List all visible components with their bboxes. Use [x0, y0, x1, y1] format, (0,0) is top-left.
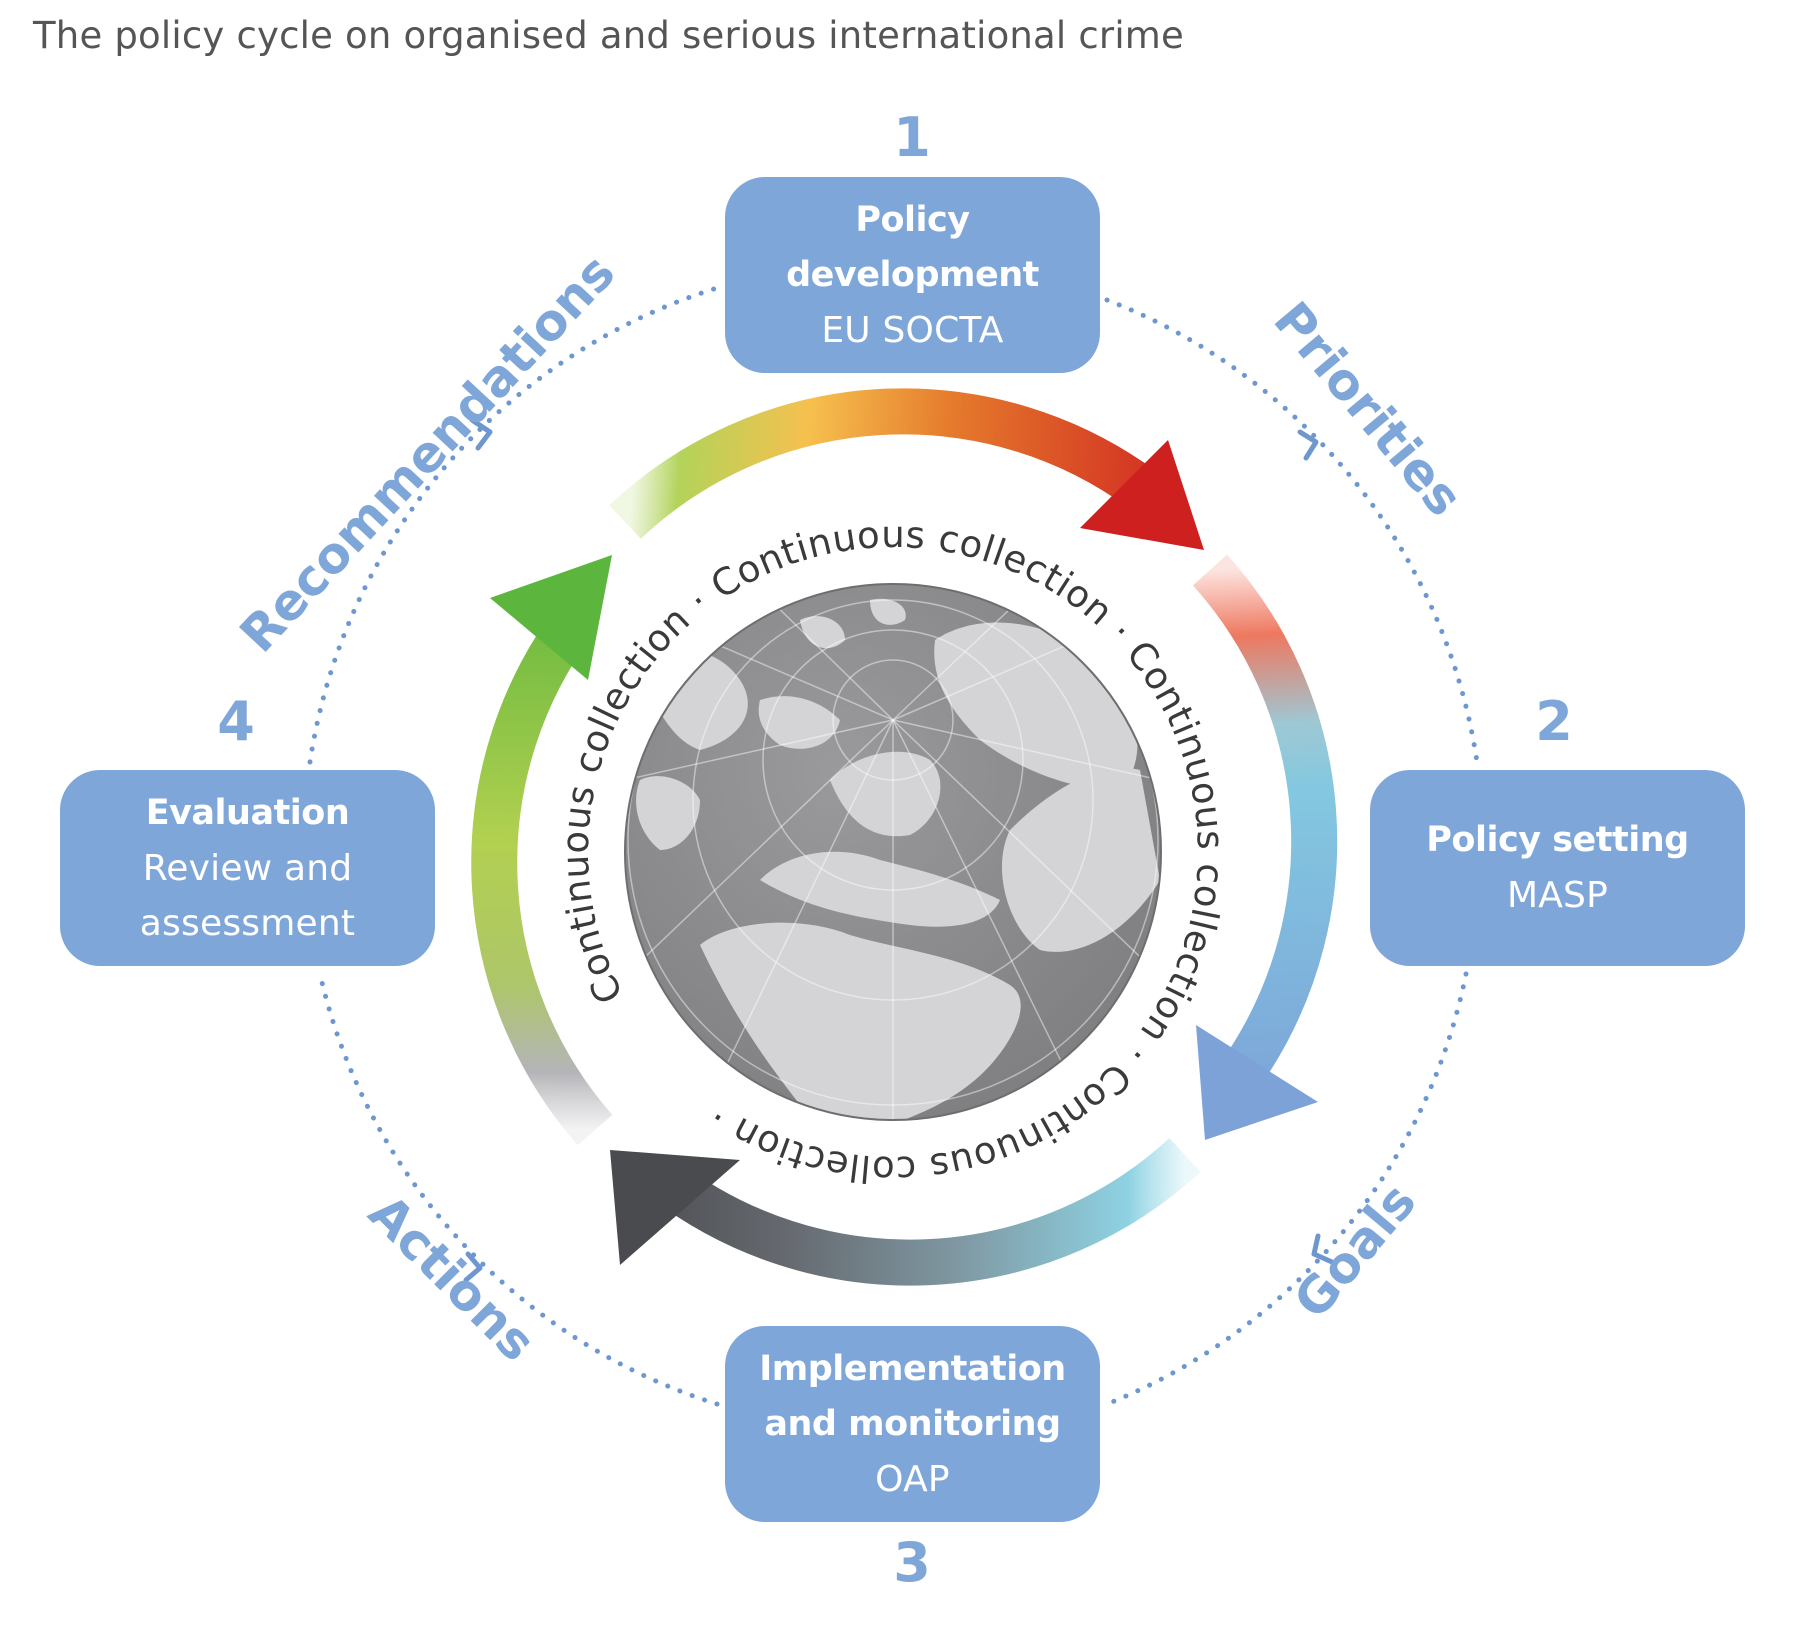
dotted-arc-recommendations — [307, 285, 720, 765]
page-title: The policy cycle on organised and seriou… — [33, 14, 1185, 57]
cycle-arrows — [471, 388, 1338, 1286]
outer-dotted-cycle — [307, 285, 1480, 1407]
dotted-arc-priorities — [1104, 297, 1480, 765]
stage-4-title: Evaluation — [145, 792, 350, 833]
connector-priorities: Priorities — [1262, 291, 1473, 527]
dotted-arrow-head-priorities — [1297, 429, 1319, 461]
stage-2-number: 2 — [1535, 690, 1573, 753]
stage-2-title: Policy setting — [1426, 820, 1689, 860]
connector-goals: Goals — [1283, 1173, 1428, 1330]
connector-actions: Actions — [358, 1184, 547, 1373]
stage-3-title-line-2: and monitoring — [764, 1403, 1061, 1444]
globe-grid — [625, 584, 1161, 1120]
stage-4-number: 4 — [217, 690, 255, 753]
stage-4-box: Evaluation Review and assessment — [60, 770, 435, 966]
stage-3-number: 3 — [893, 1531, 931, 1594]
stage-1-subtitle: EU SOCTA — [821, 309, 1004, 351]
dotted-arc-actions — [317, 971, 720, 1407]
dotted-arrow-head-recommendations — [469, 417, 493, 451]
stage-3-subtitle: OAP — [875, 1458, 950, 1500]
arrow-bottom-shaft — [651, 1138, 1201, 1286]
stage-1-title-line-2: development — [786, 254, 1039, 295]
arrow-left-head — [490, 555, 612, 680]
arrow-bottom-head — [610, 1150, 740, 1265]
arrow-right-head — [1196, 1025, 1318, 1140]
arrow-top-head — [1080, 440, 1204, 550]
arrow-top-shaft — [609, 388, 1157, 539]
dotted-arc-goals — [1104, 971, 1469, 1407]
stage-4-subtitle-line-1: Review and — [142, 847, 353, 889]
arrow-right-shaft — [1192, 554, 1338, 1073]
arrow-left-shaft — [471, 606, 613, 1146]
stage-3-title-line-1: Implementation — [759, 1348, 1066, 1389]
stage-3-box: Implementation and monitoring OAP — [725, 1326, 1100, 1522]
stage-1-title-line-1: Policy — [855, 199, 970, 240]
stage-1-number: 1 — [893, 106, 931, 169]
stage-2-box: Policy setting MASP — [1370, 770, 1745, 966]
stage-1-box: Policy development EU SOCTA — [725, 177, 1100, 373]
stage-2-subtitle: MASP — [1506, 875, 1609, 916]
dotted-arrow-head-goals — [1311, 1233, 1335, 1265]
dotted-arrow-head-actions — [463, 1251, 483, 1283]
stage-4-subtitle-line-2: assessment — [139, 902, 356, 944]
